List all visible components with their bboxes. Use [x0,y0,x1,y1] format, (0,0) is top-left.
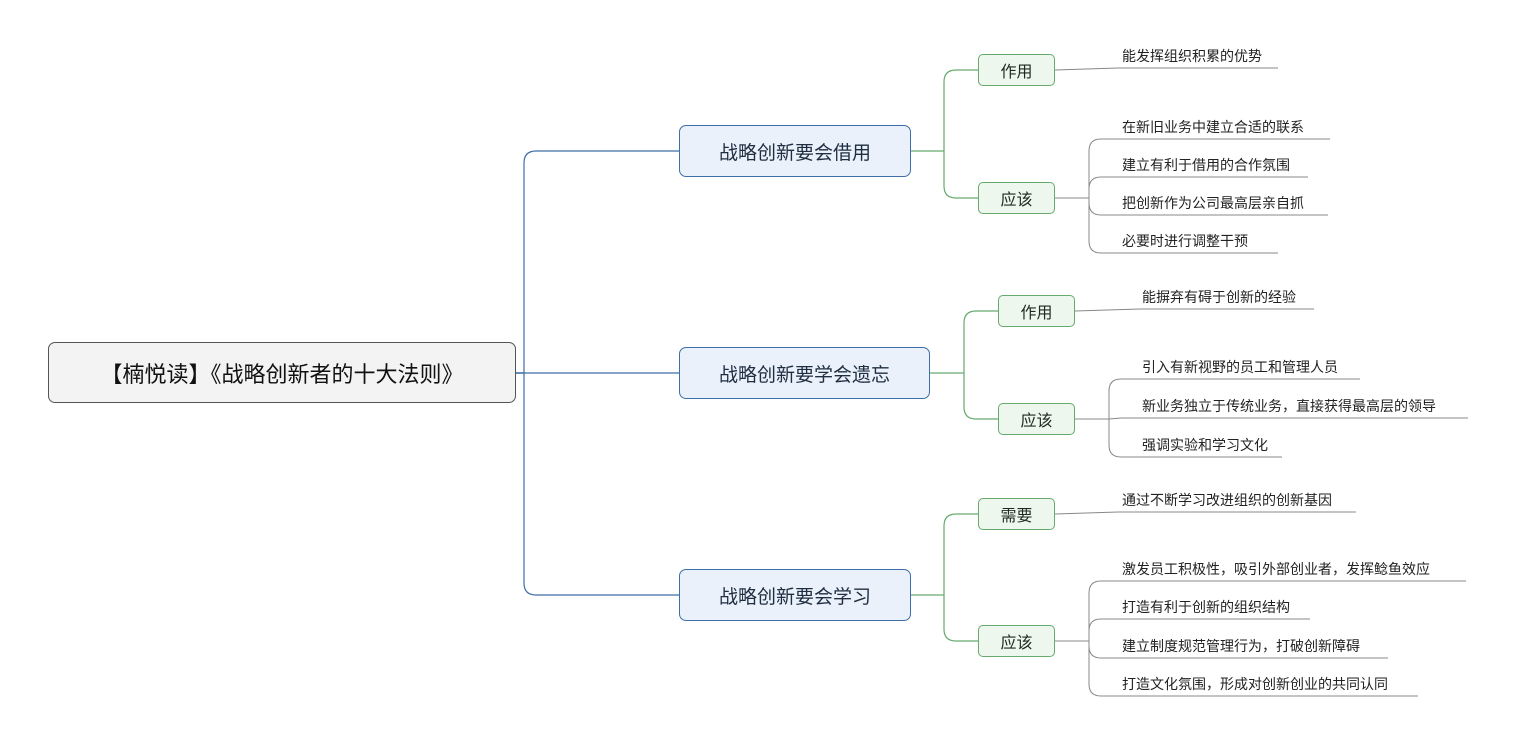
leaf-item[interactable]: 能摒弃有碍于创新的经验 [1142,290,1296,306]
leaf-item[interactable]: 建立有利于借用的合作氛围 [1122,158,1290,174]
subtopic-forget-should[interactable]: 应该 [998,403,1075,435]
main-topic-forget[interactable]: 战略创新要学会遗忘 [679,347,930,399]
leaf-item[interactable]: 能发挥组织积累的优势 [1122,49,1262,65]
leaf-item[interactable]: 建立制度规范管理行为，打破创新障碍 [1122,639,1360,655]
leaf-item[interactable]: 把创新作为公司最高层亲自抓 [1122,196,1304,212]
leaf-item[interactable]: 在新旧业务中建立合适的联系 [1122,120,1304,136]
leaf-item[interactable]: 打造文化氛围，形成对创新创业的共同认同 [1122,677,1388,693]
subtopic-borrow-effect[interactable]: 作用 [978,54,1055,86]
leaf-item[interactable]: 激发员工积极性，吸引外部创业者，发挥鲶鱼效应 [1122,562,1430,578]
leaf-item[interactable]: 必要时进行调整干预 [1122,234,1248,250]
subtopic-forget-effect[interactable]: 作用 [998,295,1075,327]
main-topic-learn[interactable]: 战略创新要会学习 [679,569,911,621]
main-topic-borrow[interactable]: 战略创新要会借用 [679,125,911,177]
root-topic[interactable]: 【楠悦读】《战略创新者的十大法则》 [48,342,516,403]
leaf-item[interactable]: 引入有新视野的员工和管理人员 [1142,360,1338,376]
leaf-item[interactable]: 通过不断学习改进组织的创新基因 [1122,493,1332,509]
leaf-item[interactable]: 打造有利于创新的组织结构 [1122,600,1290,616]
leaf-item[interactable]: 强调实验和学习文化 [1142,438,1268,454]
subtopic-borrow-should[interactable]: 应该 [978,182,1055,214]
subtopic-learn-should[interactable]: 应该 [978,625,1055,657]
subtopic-learn-need[interactable]: 需要 [978,498,1055,530]
leaf-item[interactable]: 新业务独立于传统业务，直接获得最高层的领导 [1142,399,1436,415]
